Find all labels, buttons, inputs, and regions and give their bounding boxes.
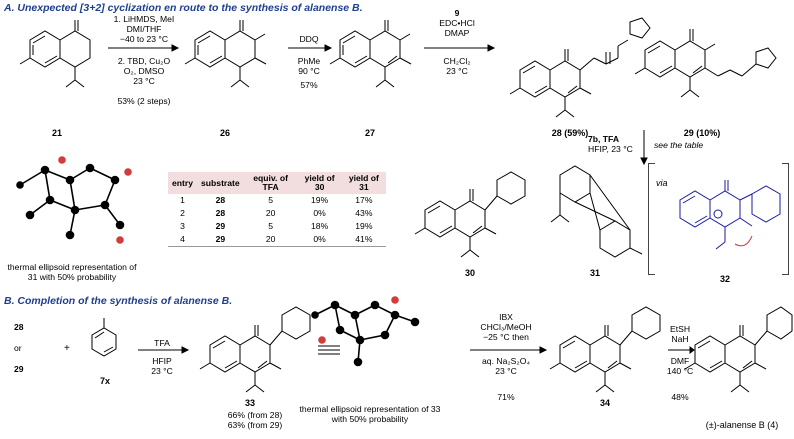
structure-27 <box>329 20 412 88</box>
arrow-step3 <box>424 44 496 52</box>
table-cell: 19% <box>355 221 373 231</box>
table-cell: 1 <box>180 195 185 205</box>
label-7x: 7x <box>99 376 110 386</box>
label-26: 26 <box>219 128 230 138</box>
table-cell: 19% <box>311 195 329 205</box>
table-cell: 28 <box>215 208 226 218</box>
table-cell: 5 <box>268 221 273 231</box>
table-header: yield of 30 <box>297 172 342 194</box>
structure-29 <box>634 29 777 98</box>
table-cell: 28 <box>215 195 226 205</box>
structure-21 <box>19 20 91 88</box>
label-33: 33 <box>244 398 255 408</box>
crystal-structure-31 <box>16 156 132 244</box>
structure-32 <box>679 180 781 250</box>
label-34: 34 <box>599 398 610 408</box>
arrow-step1 <box>108 44 180 52</box>
arrow-step4 <box>640 130 648 166</box>
label-31: 31 <box>589 268 600 278</box>
table-cell: 18% <box>311 221 329 231</box>
structure-30 <box>414 171 526 258</box>
table-header: entry <box>168 172 198 194</box>
label-32: 32 <box>719 274 730 284</box>
structure-7x <box>91 318 117 357</box>
table-cell: 43% <box>355 208 373 218</box>
section-b-title: B. Completion of the synthesis of alanen… <box>4 295 233 307</box>
table-cell: 20 <box>265 208 276 218</box>
label-21: 21 <box>51 128 62 138</box>
table-row: 2 28 20 0% 43% <box>168 207 386 220</box>
table-row: 3 29 5 18% 19% <box>168 220 386 233</box>
table-cell: 29 <box>215 221 226 231</box>
table-header: substrate <box>197 172 244 194</box>
structure-28 <box>509 17 651 118</box>
bracket-right <box>782 163 789 275</box>
step2-yield: 57% <box>300 80 318 90</box>
step2-reagent: DDQ <box>299 34 319 44</box>
partb-start-28: 28 <box>14 322 24 332</box>
step4-note: see the table <box>654 140 704 150</box>
label-30: 30 <box>464 268 475 278</box>
step1-yield: 53% (2 steps) <box>117 96 171 106</box>
partb-start-29: 29 <box>14 364 24 374</box>
partb-or: or <box>14 343 22 353</box>
table-cell: 41% <box>341 233 386 247</box>
table-cell: 5 <box>268 195 273 205</box>
table-cell: 4 <box>168 233 198 247</box>
arrow-step-ibx <box>470 346 548 354</box>
structure-31 <box>550 165 643 258</box>
table-row: 4 29 20 0% 41% <box>168 233 386 247</box>
label-alanense: (±)-alanense B (4) <box>705 420 779 430</box>
partb-plus: + <box>64 343 70 354</box>
label-28: 28 (59%) <box>551 128 589 138</box>
table-cell: 17% <box>355 195 373 205</box>
results-table: entry substrate equiv. of TFA yield of 3… <box>168 172 386 247</box>
arrow-step-etsh <box>668 346 695 354</box>
partb-yield-33: 66% (from 28)63% (from 29) <box>227 410 283 430</box>
table-cell: 0% <box>313 208 326 218</box>
label-29: 29 (10%) <box>683 128 721 138</box>
via-label: via <box>656 178 668 188</box>
table-header-row: entry substrate equiv. of TFA yield of 3… <box>168 172 386 194</box>
arrow-step2 <box>288 44 333 52</box>
arrow-step-tfa <box>138 346 190 354</box>
table-cell: 29 <box>197 233 244 247</box>
structure-alanense <box>684 306 793 393</box>
table-cell: 3 <box>180 221 185 231</box>
table-header: equiv. of TFA <box>243 172 298 194</box>
structure-26 <box>184 20 267 88</box>
bracket-left <box>648 163 655 275</box>
table-cell: 20 <box>243 233 298 247</box>
partb-tfa-reagent: TFA <box>154 338 170 348</box>
table-cell: 2 <box>180 208 185 218</box>
table-row: 1 28 5 19% 17% <box>168 194 386 207</box>
label-27: 27 <box>364 128 375 138</box>
table-cell: 0% <box>297 233 342 247</box>
structure-34 <box>549 306 661 393</box>
partb-yield-34: 71% <box>497 392 515 402</box>
partb-yield-4: 48% <box>671 392 689 402</box>
section-a-title: A. Unexpected [3+2] cyclization en route… <box>4 2 363 14</box>
table-header: yield of 31 <box>341 172 386 194</box>
equivalence-sign <box>318 345 340 355</box>
structure-33 <box>199 306 311 393</box>
crystal-structure-33 <box>311 296 420 367</box>
